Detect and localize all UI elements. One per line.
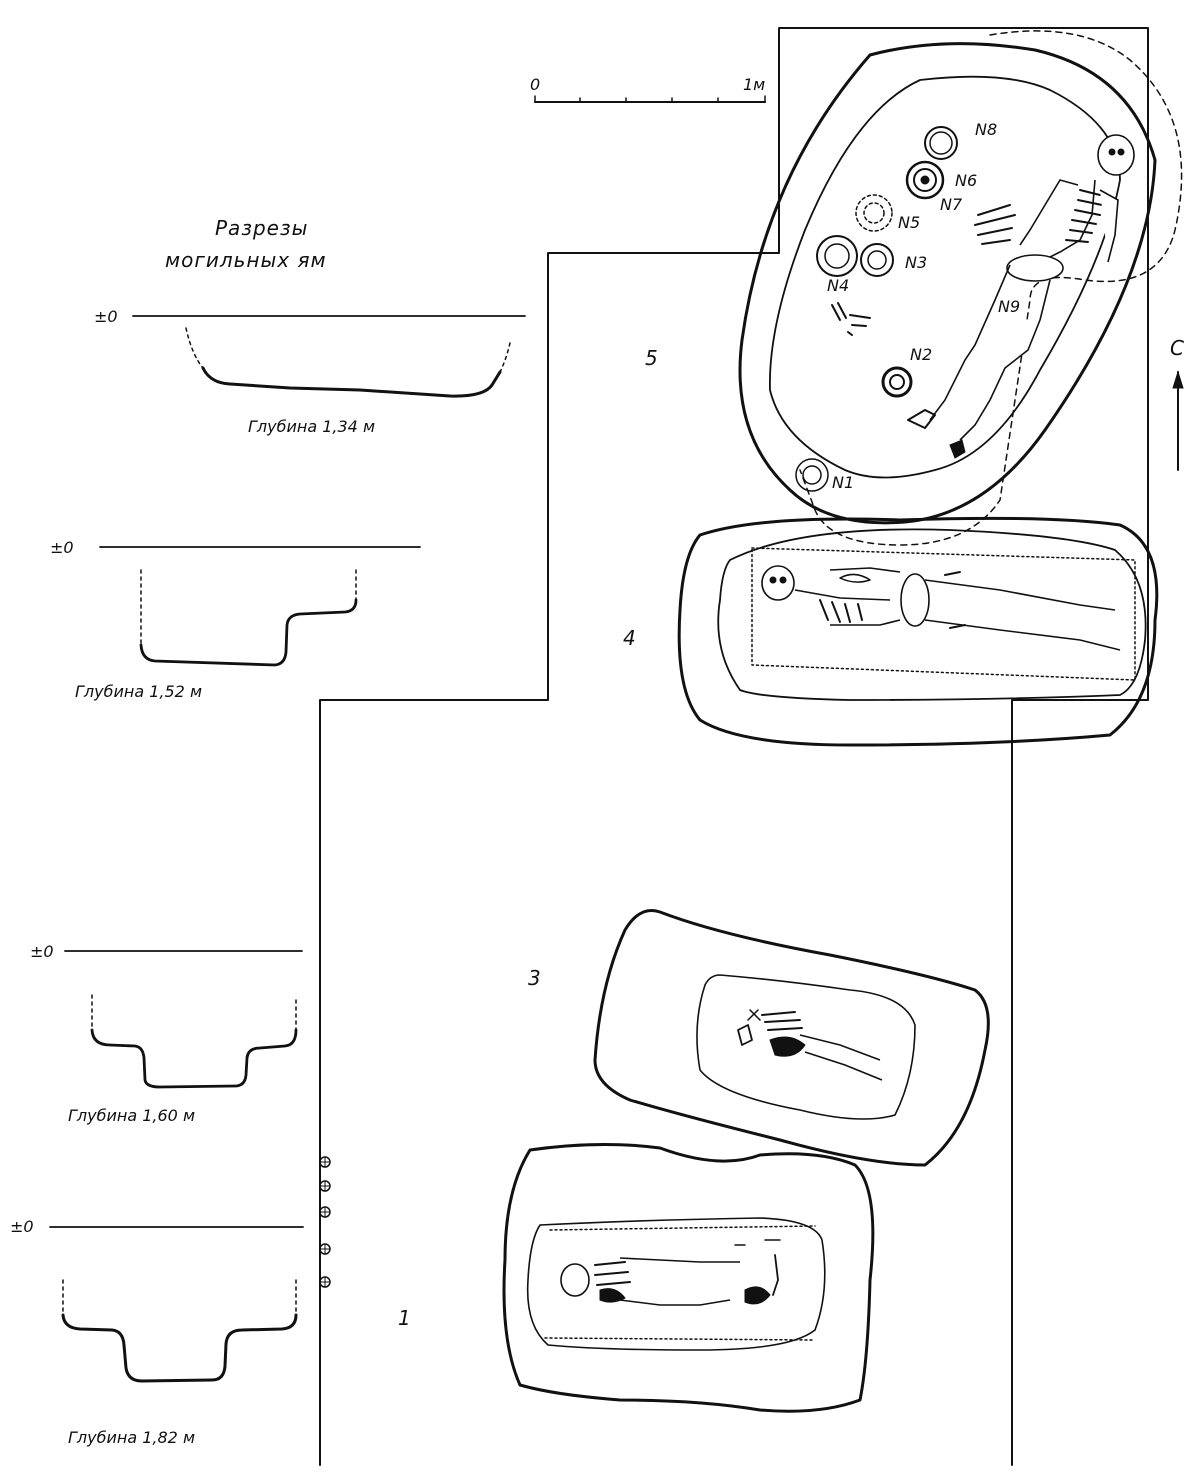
find-label-n8: N8 — [975, 120, 997, 139]
find-label-n3: N3 — [905, 253, 927, 272]
grave-5-dashed-outline — [799, 30, 1183, 546]
section-4-depth: Глубина 1,82 м — [68, 1428, 195, 1447]
grave-4-pit-inner — [717, 528, 1147, 701]
grave-1-pit-outer — [502, 1142, 875, 1413]
grave-5-pit-outer — [738, 42, 1157, 525]
find-label-n9: N9 — [998, 297, 1020, 316]
north-arrow: С — [1170, 336, 1184, 471]
find-label-n6: N6 — [955, 171, 977, 190]
grave-4-number: 4 — [623, 626, 636, 650]
sections-title-line1: Разрезы — [215, 216, 308, 240]
section-3-depth: Глубина 1,60 м — [68, 1106, 195, 1125]
find-label-n7: N7 — [940, 195, 963, 214]
section-1-level: ±0 — [94, 307, 118, 326]
find-label-n1: N1 — [832, 473, 854, 492]
grave-3 — [593, 909, 990, 1167]
section-2-level: ±0 — [50, 538, 74, 557]
scale-bar: 0 1м — [530, 75, 766, 103]
grave-3-pit-outer — [593, 909, 990, 1167]
trench-outline — [319, 27, 1149, 1466]
grave-1-pit-inner — [526, 1217, 826, 1351]
grave-5-finds — [795, 126, 958, 492]
section-profile-3: ±0 Глубина 1,60 м — [30, 942, 303, 1125]
grave-3-skeleton — [737, 1009, 883, 1081]
find-label-n4: N4 — [827, 276, 849, 295]
grave-5-number: 5 — [645, 346, 658, 370]
find-label-n5: N5 — [898, 213, 920, 232]
grave-5-pit-inner — [769, 75, 1121, 479]
grave-5-skeleton — [929, 134, 1135, 459]
sections-title-line2: могильных ям — [165, 248, 327, 272]
section-2-depth: Глубина 1,52 м — [75, 682, 202, 701]
scale-start-label: 0 — [530, 75, 540, 94]
section-3-level: ±0 — [30, 942, 54, 961]
grave-4-pit-outer — [677, 516, 1159, 747]
wall-markers — [319, 1156, 331, 1288]
section-profile-4: ±0 Глубина 1,82 м — [10, 1217, 304, 1447]
grave-1 — [502, 1142, 875, 1413]
grave-3-pit-inner — [696, 974, 916, 1120]
section-profile-2: ±0 Глубина 1,52 м — [50, 538, 421, 701]
section-profile-1: ±0 Глубина 1,34 м — [94, 307, 526, 436]
section-4-level: ±0 — [10, 1217, 34, 1236]
grave-1-skeleton — [560, 1239, 781, 1306]
find-label-n2: N2 — [910, 345, 932, 364]
grave-1-number: 1 — [398, 1306, 411, 1330]
section-1-depth: Глубина 1,34 м — [248, 417, 375, 436]
grave-4 — [677, 516, 1159, 747]
north-arrow-label: С — [1170, 336, 1184, 360]
grave-5: N8 N6 N7 N5 N3 N4 N9 N2 N1 — [738, 30, 1183, 546]
grave-3-number: 3 — [528, 966, 541, 990]
scale-end-label: 1м — [743, 75, 765, 94]
grave-4-skeleton — [761, 565, 1121, 651]
